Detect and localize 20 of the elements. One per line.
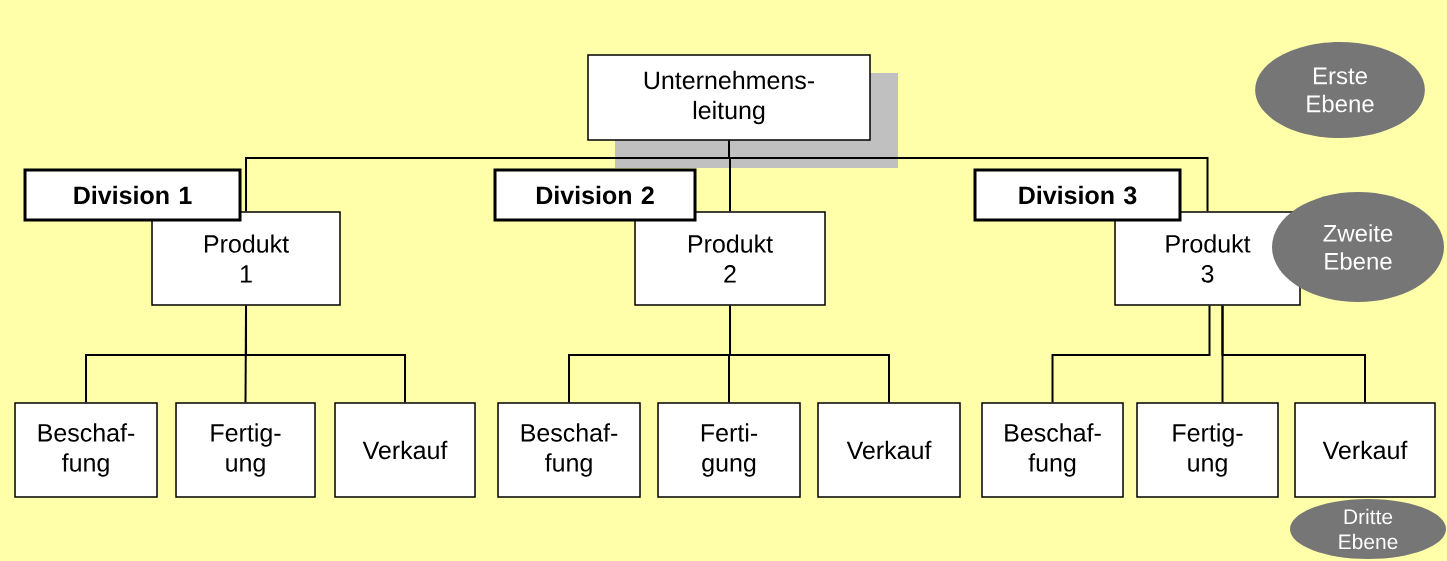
- org-box: Verkauf: [1294, 402, 1436, 498]
- division-label: Division 2: [493, 168, 697, 222]
- connector-line: [1221, 304, 1366, 404]
- division-label: Division 1: [23, 168, 242, 222]
- connector-line: [245, 304, 406, 404]
- org-box: Fertig- ung: [175, 402, 316, 498]
- org-box: Beschaf- fung: [981, 402, 1124, 498]
- org-box: Ferti- gung: [657, 402, 801, 498]
- connector-line: [729, 304, 890, 404]
- connector-line: [1051, 304, 1211, 404]
- org-box: Verkauf: [334, 402, 476, 498]
- org-box: Produkt 2: [634, 211, 826, 306]
- connector-line: [728, 139, 1209, 213]
- org-box: Beschaf- fung: [14, 402, 158, 498]
- org-box: Verkauf: [817, 402, 961, 498]
- org-box: Produkt 1: [151, 211, 341, 306]
- org-box: Beschaf- fung: [497, 402, 641, 498]
- org-box: Unternehmens- leitung: [587, 54, 871, 141]
- org-box: Fertig- ung: [1136, 402, 1279, 498]
- division-label: Division 3: [973, 168, 1182, 222]
